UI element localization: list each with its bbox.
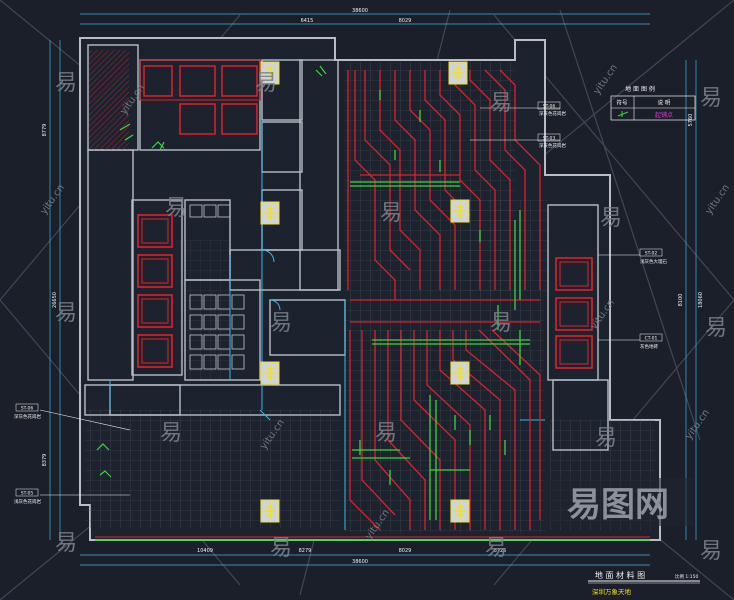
green-fixtures	[95, 65, 650, 541]
project-name: 深圳万象天地	[592, 587, 632, 596]
dim-bottom-total: 38600	[352, 559, 368, 565]
svg-text:易: 易	[270, 311, 292, 336]
svg-text:易: 易	[160, 421, 182, 446]
svg-text:灰色地砖: 灰色地砖	[640, 343, 658, 350]
dim-top-left: 6415	[301, 18, 314, 24]
svg-text:易: 易	[485, 536, 507, 561]
watermark-logo: 易图网	[543, 478, 693, 526]
svg-text:易: 易	[55, 531, 77, 556]
dim-top-total: 38600	[352, 8, 368, 14]
svg-text:浅灰色花岗岩: 浅灰色花岗岩	[14, 498, 41, 505]
annotation-ST-02: ST-02 浅灰色大理石	[639, 248, 667, 265]
svg-text:yitu.cn: yitu.cn	[38, 183, 67, 217]
svg-text:易: 易	[600, 206, 622, 231]
dim-left-bottom: 8379	[42, 454, 48, 467]
svg-text:易图网: 易图网	[567, 485, 669, 525]
start-point-markers	[260, 61, 470, 523]
legend-title: 地 面 图 例	[625, 85, 655, 93]
dim-bottom-seg-1: 10409	[197, 548, 213, 554]
svg-text:深灰色花岗岩: 深灰色花岗岩	[539, 110, 566, 117]
dim-bottom-seg-3: 8029	[399, 548, 412, 554]
svg-text:易: 易	[255, 71, 277, 96]
dimension-lines	[49, 13, 697, 566]
svg-text:易: 易	[595, 426, 617, 451]
annotation-ST-06-top: ST-06 深灰色花岗岩	[537, 101, 566, 117]
svg-text:深灰色花岗岩: 深灰色花岗岩	[14, 413, 41, 420]
legend-col-symbol: 符号	[616, 99, 628, 107]
svg-text:易: 易	[705, 316, 727, 341]
svg-text:易: 易	[55, 71, 77, 96]
svg-text:易: 易	[55, 301, 77, 326]
title-block: 地 面 材 料 图 比例 1:150 深圳万象天地	[588, 570, 700, 596]
svg-text:易: 易	[700, 539, 722, 564]
svg-text:ST-05: ST-05	[21, 491, 34, 497]
drawing-title: 地 面 材 料 图	[595, 570, 645, 580]
svg-text:易: 易	[165, 196, 187, 221]
svg-text:ST-06: ST-06	[543, 104, 556, 110]
dim-bottom-seg-2: 8279	[299, 548, 312, 554]
svg-text:yitu.cn: yitu.cn	[683, 408, 712, 442]
dim-right-mid: 8100	[678, 294, 684, 307]
annotation-ST-03: ST-03 深灰色花岗岩	[537, 133, 566, 149]
dim-bottom-seg-4: 6725	[494, 548, 507, 554]
elevator-shafts	[137, 214, 593, 369]
svg-text:易: 易	[270, 536, 292, 561]
drawing-scale: 比例 1:150	[675, 573, 699, 580]
svg-text:易: 易	[380, 201, 402, 226]
svg-text:易: 易	[700, 86, 722, 111]
legend-col-desc: 说 明	[658, 99, 671, 107]
tile-markers	[350, 90, 530, 520]
dim-right-total: 18060	[698, 292, 704, 308]
annotation-ST-06-left: ST-06 深灰色花岗岩	[14, 403, 41, 420]
svg-text:浅灰色大理石: 浅灰色大理石	[640, 258, 667, 265]
start-point-symbol-icon	[617, 111, 629, 117]
svg-text:ST-06: ST-06	[21, 406, 34, 412]
legend-item-desc: 起铺点	[655, 111, 673, 119]
dim-left-top: 8779	[42, 124, 48, 137]
dim-top-mid: 8029	[399, 18, 412, 24]
annotation-leaders	[39, 107, 640, 496]
svg-text:yitu.cn: yitu.cn	[703, 183, 732, 217]
svg-text:ST-02: ST-02	[645, 251, 658, 257]
svg-text:CT-01: CT-01	[645, 336, 658, 342]
cyan-edges	[109, 120, 346, 530]
svg-text:易: 易	[375, 421, 397, 446]
legend: 地 面 图 例 符号 说 明 起铺点	[610, 85, 696, 121]
svg-text:深灰色花岗岩: 深灰色花岗岩	[539, 142, 566, 149]
svg-text:ST-03: ST-03	[543, 136, 556, 142]
svg-text:易: 易	[490, 91, 512, 116]
svg-text:yitu.cn: yitu.cn	[591, 63, 620, 97]
paving-lines	[347, 69, 541, 531]
svg-text:易: 易	[490, 311, 512, 336]
annotation-CT-01: CT-01 灰色地砖	[639, 333, 663, 350]
dim-left-total: 26650	[52, 292, 58, 308]
annotation-ST-05: ST-05 浅灰色花岗岩	[14, 488, 41, 505]
hatched-zones	[89, 50, 261, 150]
